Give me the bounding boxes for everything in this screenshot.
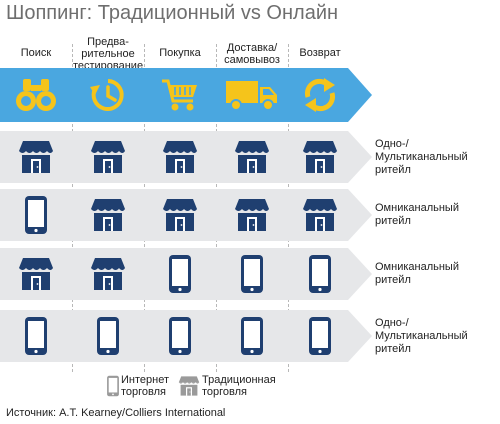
store-icon <box>300 137 340 182</box>
stage-label: Доставка/ самовывоз <box>224 42 280 66</box>
source-note: Источник: A.T. Kearney/Colliers Internat… <box>6 407 226 419</box>
smartphone-icon <box>23 195 49 240</box>
row-label: Одно-/ Мультиканальный ритейл <box>375 316 468 355</box>
store-icon <box>300 195 340 240</box>
store-icon <box>16 137 56 182</box>
delivery-truck-icon <box>224 75 280 120</box>
smartphone-icon <box>239 254 265 299</box>
store-icon <box>232 195 272 240</box>
legend-label: Интернет торговля <box>121 374 169 398</box>
smartphone-icon <box>95 316 121 361</box>
smartphone-icon <box>307 254 333 299</box>
stage-label: Покупка <box>159 47 201 59</box>
smartphone-icon <box>23 316 49 361</box>
timer-icon <box>88 75 128 120</box>
legend-label: Традиционная торговля <box>202 374 276 398</box>
return-arrows-icon <box>300 75 340 120</box>
row-label: Омниканальный ритейл <box>375 261 459 286</box>
smartphone-icon <box>307 316 333 361</box>
store-icon <box>16 254 56 299</box>
stage-label: Поиск <box>20 47 52 59</box>
store-icon <box>88 137 128 182</box>
store-icon <box>160 195 200 240</box>
smartphone-icon <box>167 254 193 299</box>
row-label: Одно-/ Мультиканальный ритейл <box>375 137 468 176</box>
store-icon <box>88 254 128 299</box>
stage-label: Предва- рительное тестирование <box>72 36 144 72</box>
legend-store-icon <box>177 374 201 403</box>
shopping-cart-icon <box>159 75 201 120</box>
store-icon <box>232 137 272 182</box>
page-title: Шоппинг: Традиционный vs Онлайн <box>6 2 339 24</box>
stage-label: Возврат <box>299 47 341 59</box>
store-icon <box>160 137 200 182</box>
legend-smartphone-icon <box>106 374 120 403</box>
store-icon <box>88 195 128 240</box>
row-label: Омниканальный ритейл <box>375 202 459 227</box>
smartphone-icon <box>167 316 193 361</box>
binoculars-icon <box>14 75 58 120</box>
smartphone-icon <box>239 316 265 361</box>
